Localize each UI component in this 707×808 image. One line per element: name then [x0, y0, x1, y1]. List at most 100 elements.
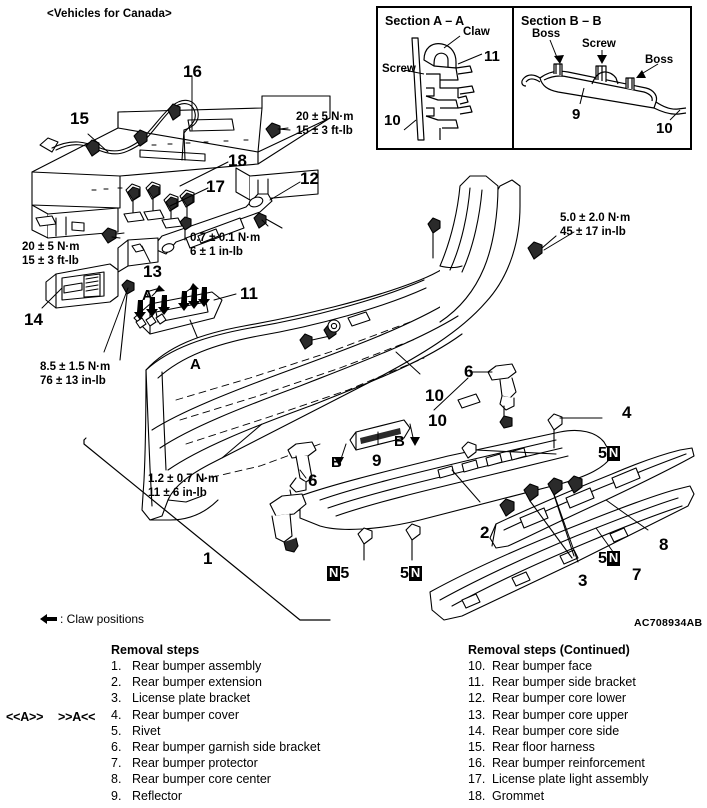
callout-6-right: 6: [464, 362, 474, 381]
step-label: Rear bumper core side: [492, 723, 620, 738]
torque-spec-core-side: 8.5 ± 1.5 N·m 76 ± 13 in-lb: [40, 361, 110, 388]
section-a-marker-close: >>A<<: [58, 710, 96, 724]
section-a-part-11: 11: [484, 48, 500, 65]
list-item: 4. Rear bumper cover: [111, 707, 320, 723]
step-label: Rear bumper core center: [132, 772, 271, 787]
callout-13: 13: [143, 262, 162, 281]
section-a-part-10: 10: [384, 112, 401, 129]
step-label: Grommet: [492, 788, 545, 803]
removal-steps-title: Removal steps: [111, 643, 200, 657]
step-label: Rivet: [132, 723, 161, 738]
list-item: 13. Rear bumper core upper: [468, 707, 648, 723]
list-item: 15. Rear floor harness: [468, 739, 648, 755]
callout-18: 18: [228, 151, 247, 170]
callout-10-right: 10: [428, 411, 447, 430]
step-number: 4.: [111, 707, 122, 722]
section-a-screw-label: Screw: [382, 63, 416, 75]
torque-imperial: 6 ± 1 in-lb: [190, 245, 243, 258]
callout-16: 16: [183, 62, 202, 81]
section-b-boss-left-label: Boss: [532, 28, 561, 40]
section-b-b-drawing: [521, 39, 687, 121]
torque-metric: 8.5 ± 1.5 N·m: [40, 361, 111, 373]
section-a-a-drawing: [403, 35, 483, 141]
callout-8: 8: [659, 535, 669, 554]
torque-imperial: 11 ± 6 in-lb: [148, 486, 207, 499]
step-number: 11.: [468, 675, 485, 690]
torque-metric: 20 ± 5 N·m: [296, 111, 354, 123]
torque-spec-reinforcement-left: 20 ± 5 N·m 15 ± 3 ft-lb: [22, 241, 79, 268]
section-a-a-box: Section A – A: [376, 6, 524, 150]
new-part-badge: N: [327, 565, 341, 582]
list-item: 2.Rear bumper extension: [111, 674, 320, 690]
step-label: Rear bumper assembly: [132, 659, 262, 673]
claw-positions-label: : Claw positions: [60, 612, 145, 626]
step-label: Rear bumper face: [492, 659, 593, 673]
list-item: 17.License plate light assembly: [468, 771, 648, 787]
step-label: Reflector: [132, 788, 183, 803]
step-number: 14.: [468, 723, 486, 738]
step-label: Rear bumper reinforcement: [492, 756, 645, 771]
rivet-number: 5: [598, 550, 607, 567]
list-item: 14. Rear bumper core side: [468, 723, 648, 739]
list-item: 6. Rear bumper garnish side bracket: [111, 739, 320, 755]
torque-metric: 20 ± 5 N·m: [22, 241, 80, 253]
vehicle-applicability-note: <Vehicles for Canada>: [47, 8, 172, 20]
torque-spec-reinforcement-right: 20 ± 5 N·m 15 ± 3 ft-lb: [296, 111, 353, 138]
section-marker-a-upper: A: [142, 287, 153, 304]
callout-14: 14: [24, 310, 43, 329]
section-marker-b-right: B: [394, 433, 405, 450]
step-number: 9.: [111, 788, 122, 803]
list-item: 3.License plate bracket: [111, 690, 320, 706]
callout-6-left: 6: [308, 471, 318, 490]
step-label: Rear bumper cover: [132, 707, 239, 722]
list-item: 8. Rear bumper core center: [111, 771, 320, 787]
section-b-part-10: 10: [656, 120, 673, 137]
callout-9: 9: [372, 451, 382, 470]
callout-10-center: 10: [425, 386, 444, 405]
list-item: 10. Rear bumper face: [468, 658, 648, 674]
callout-7: 7: [632, 565, 642, 584]
list-item: 12.Rear bumper core lower: [468, 690, 648, 706]
torque-imperial: 15 ± 3 ft-lb: [22, 254, 79, 267]
list-item: 18. Grommet: [468, 788, 648, 804]
section-a-marker-open: <<A>>: [6, 710, 44, 724]
step-label: Rear bumper core upper: [492, 707, 629, 722]
removal-steps-right-list: 10. Rear bumper face 11. Rear bumper side …: [468, 658, 648, 804]
step-number: 15.: [468, 740, 486, 755]
callout-11: 11: [240, 284, 258, 303]
torque-imperial: 76 ± 13 in-lb: [40, 374, 106, 387]
callout-12: 12: [300, 169, 319, 188]
step-number: 7.: [111, 756, 122, 771]
section-a-a-title: Section A – A: [385, 14, 465, 28]
rivet-number: 5: [598, 445, 607, 462]
step-number: 10.: [468, 659, 486, 673]
list-item: 5. Rivet: [111, 723, 320, 739]
section-b-boss-right-label: Boss: [645, 54, 674, 66]
step-label: Rear bumper garnish side bracket: [132, 740, 321, 755]
step-number: 13.: [468, 707, 486, 722]
step-number: 6.: [111, 740, 122, 755]
callout-15: 15: [70, 109, 89, 128]
step-number: 1.: [111, 659, 122, 673]
step-number: 5.: [111, 723, 122, 738]
removal-steps-continued-title: Removal steps (Continued): [468, 643, 630, 657]
section-b-part-9: 9: [572, 106, 581, 123]
step-label: Rear bumper side bracket: [492, 675, 636, 690]
step-number: 18.: [468, 788, 486, 803]
claw-arrow-icon: [40, 614, 57, 624]
rivet-number: 5: [340, 565, 350, 582]
step-number: 2.: [111, 675, 122, 690]
list-item: 16.Rear bumper reinforcement: [468, 755, 648, 771]
callout-2: 2: [480, 523, 490, 542]
step-number: 8.: [111, 772, 122, 787]
step-label: Rear bumper core lower: [492, 691, 627, 706]
torque-metric: 0.7 ± 0.1 N·m: [190, 232, 261, 244]
section-a-claw-label: Claw: [463, 26, 490, 38]
torque-spec-bumper-cover: 1.2 ± 0.7 N·m 11 ± 6 in-lb: [148, 473, 218, 500]
step-number: 17.: [468, 772, 486, 787]
step-label: Rear floor harness: [492, 740, 595, 755]
